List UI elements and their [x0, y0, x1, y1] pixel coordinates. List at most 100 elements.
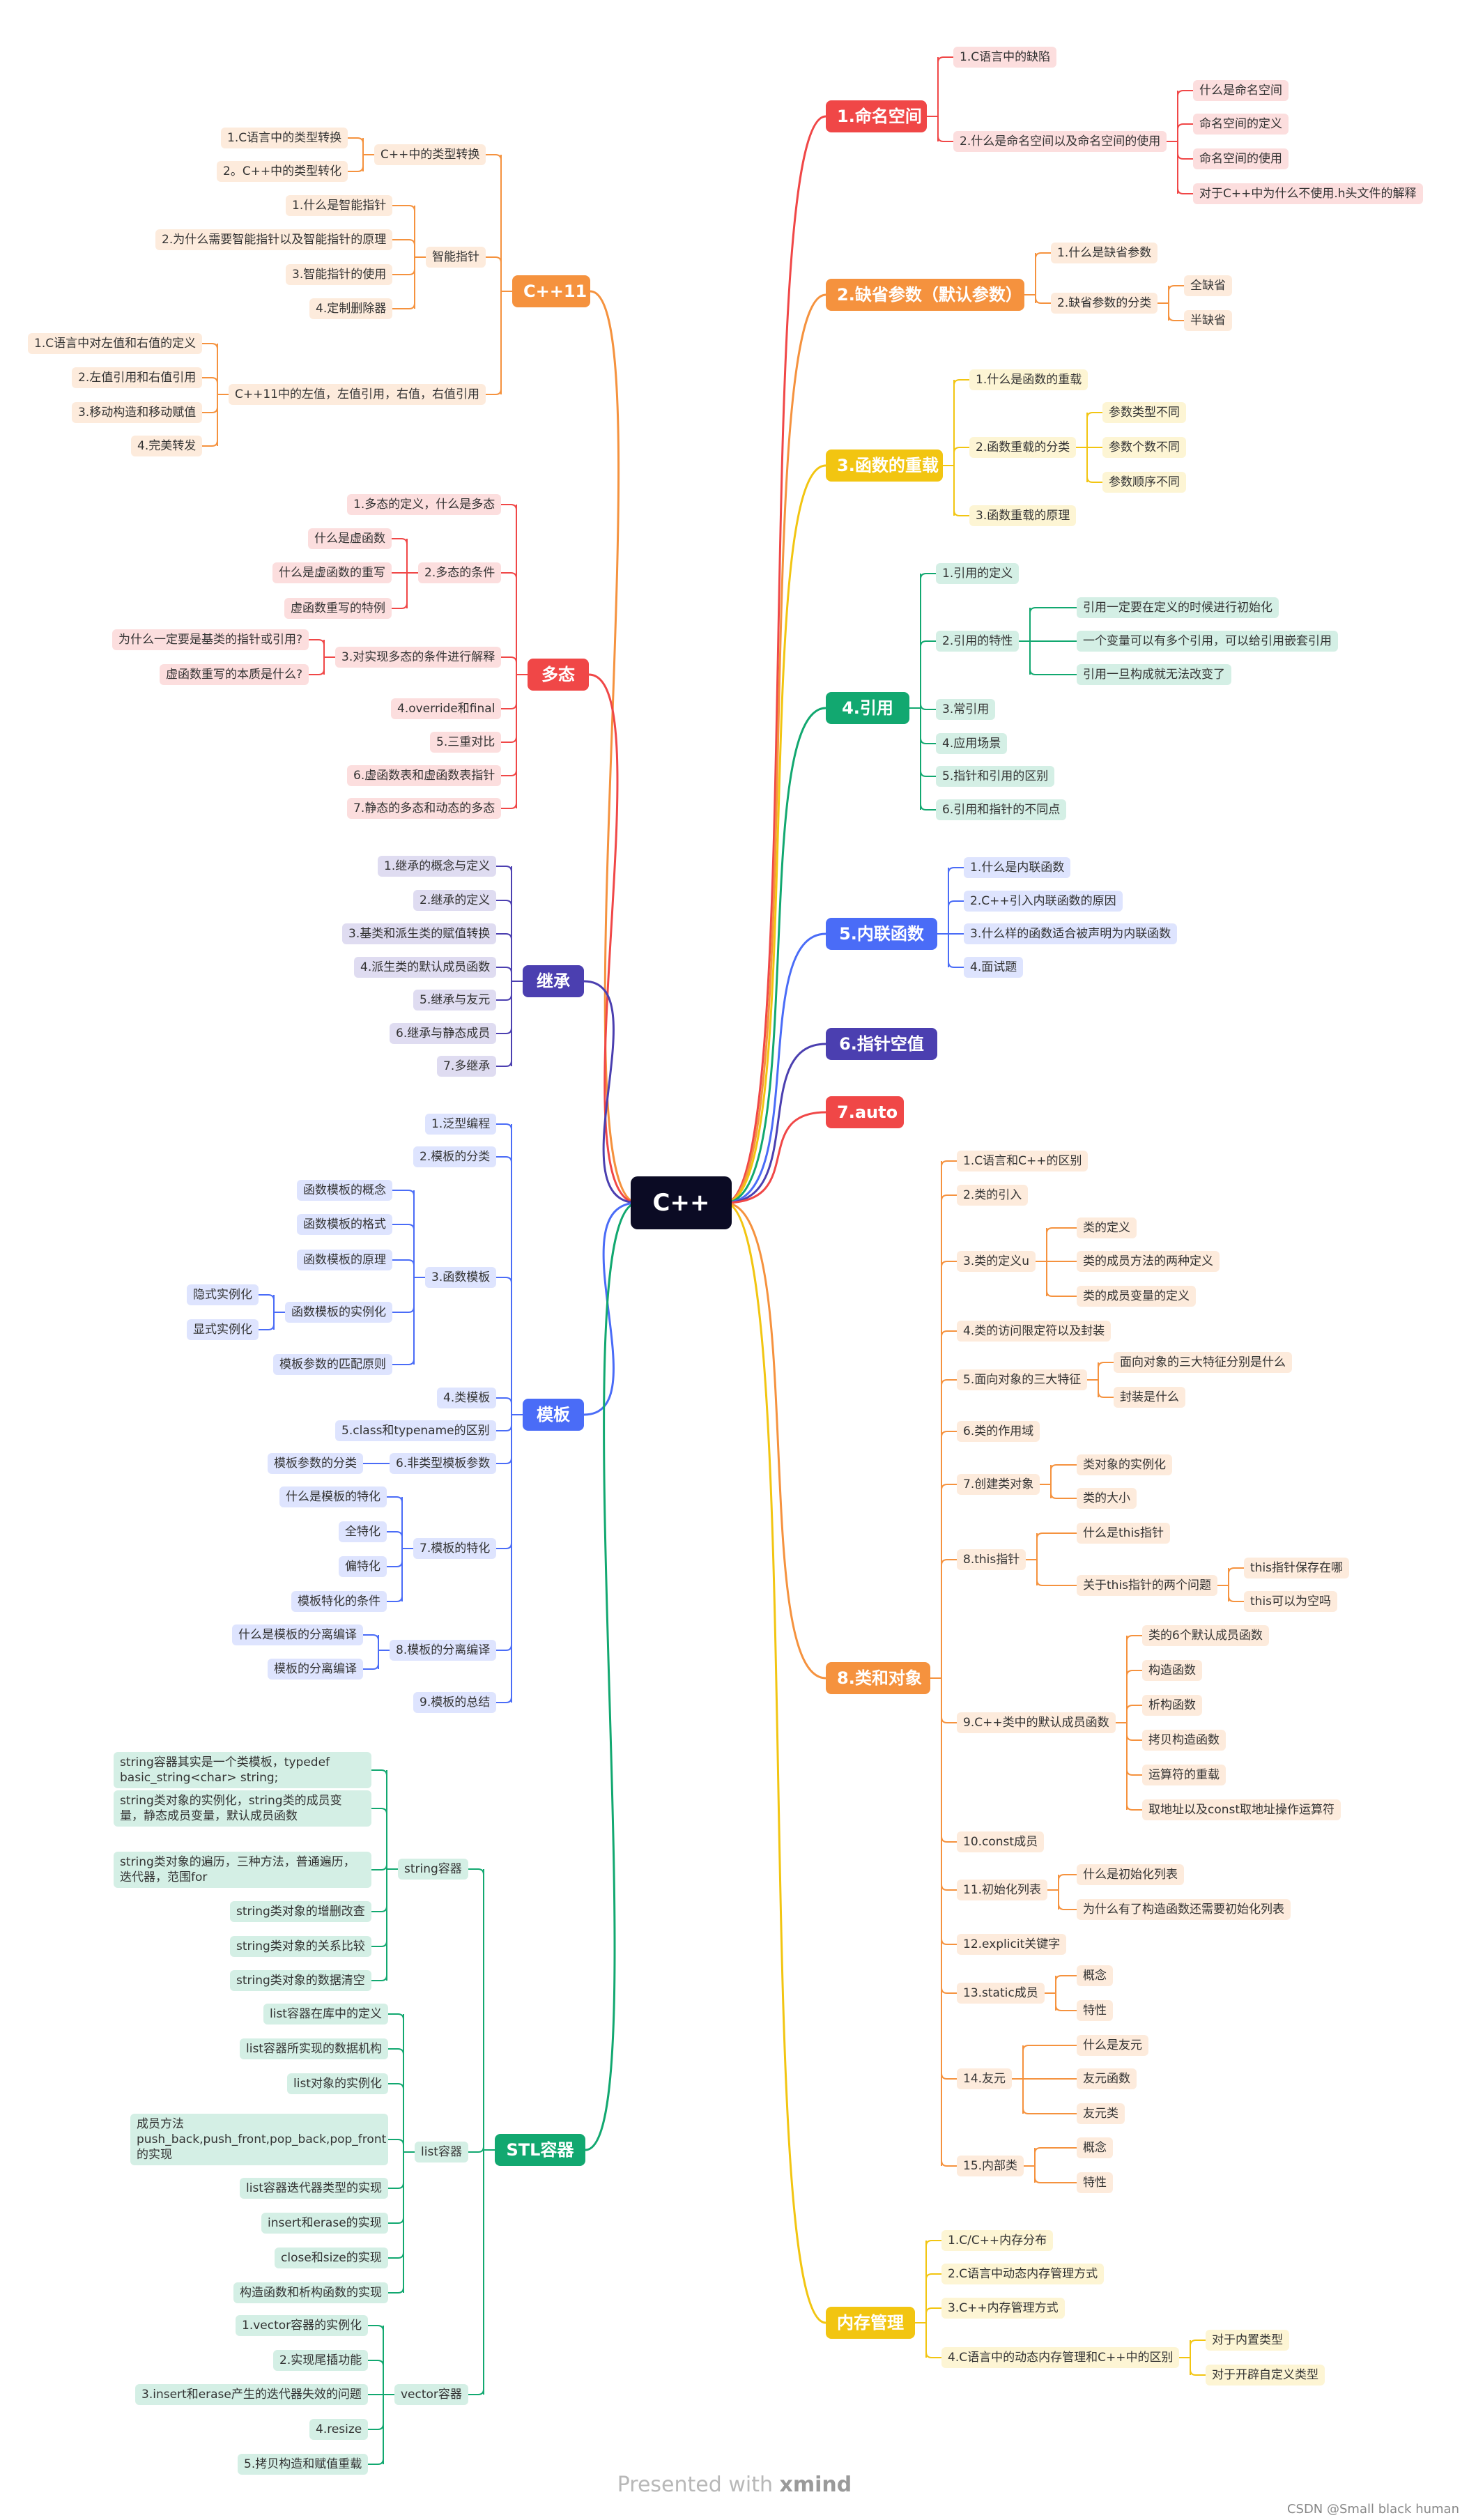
leaf-topic[interactable]: 4.类模板: [437, 1388, 497, 1408]
leaf-topic[interactable]: 4.面试题: [964, 957, 1024, 978]
leaf-topic[interactable]: 类的成员变量的定义: [1077, 1286, 1196, 1307]
branch-topic[interactable]: 7.创建类对象: [957, 1474, 1040, 1495]
leaf-topic[interactable]: list容器所实现的数据机构: [240, 2038, 388, 2059]
leaf-topic[interactable]: 虚函数重写的本质是什么?: [160, 664, 309, 685]
branch-topic[interactable]: 3.函数模板: [425, 1267, 497, 1288]
leaf-topic[interactable]: 9.模板的总结: [413, 1692, 497, 1713]
leaf-topic[interactable]: 引用一旦构成就无法改变了: [1077, 664, 1231, 685]
leaf-topic[interactable]: 模板的分离编译: [268, 1659, 363, 1680]
leaf-topic[interactable]: 6.继承与静态成员: [390, 1023, 497, 1044]
leaf-topic[interactable]: list容器迭代器类型的实现: [240, 2178, 388, 2199]
leaf-topic[interactable]: list对象的实例化: [287, 2073, 388, 2094]
leaf-topic[interactable]: 为什么有了构造函数还需要初始化列表: [1077, 1899, 1291, 1920]
branch-topic[interactable]: C++11中的左值，左值引用，右值，右值引用: [229, 384, 486, 405]
branch-topic[interactable]: 3.类的定义u: [957, 1251, 1036, 1272]
branch-topic[interactable]: 4.C语言中的动态内存管理和C++中的区别: [941, 2347, 1180, 2368]
leaf-topic[interactable]: 1.C语言中的类型转换: [221, 128, 348, 148]
leaf-topic[interactable]: 1.继承的概念与定义: [378, 856, 497, 877]
leaf-topic[interactable]: 类的大小: [1077, 1488, 1137, 1509]
leaf-topic[interactable]: 模板参数的匹配原则: [273, 1354, 392, 1375]
leaf-topic[interactable]: 3.基类和派生类的赋值转换: [342, 923, 497, 944]
leaf-topic[interactable]: 面向对象的三大特征分别是什么: [1114, 1352, 1292, 1373]
main-topic-right-1[interactable]: 2.缺省参数（默认参数）: [826, 279, 1024, 311]
leaf-topic[interactable]: 1.多态的定义，什么是多态: [347, 494, 502, 515]
leaf-topic[interactable]: close和size的实现: [275, 2248, 388, 2268]
main-topic-right-8[interactable]: 内存管理: [826, 2307, 915, 2339]
leaf-topic[interactable]: string类对象的实例化，string类的成员变量，静态成员变量，默认成员函数: [114, 1790, 371, 1827]
leaf-topic[interactable]: 4.resize: [309, 2419, 369, 2440]
leaf-topic[interactable]: 4.类的访问限定符以及封装: [957, 1321, 1112, 1342]
leaf-topic[interactable]: 拷贝构造函数: [1142, 1730, 1226, 1751]
leaf-topic[interactable]: 1.C语言中的缺陷: [953, 47, 1057, 68]
leaf-topic[interactable]: 1.引用的定义: [936, 563, 1020, 584]
leaf-topic[interactable]: 7.静态的多态和动态的多态: [347, 798, 502, 819]
leaf-topic[interactable]: 一个变量可以有多个引用，可以给引用嵌套引用: [1077, 631, 1338, 652]
leaf-topic[interactable]: string类对象的数据清空: [230, 1970, 371, 1991]
leaf-topic[interactable]: 5.三重对比: [430, 732, 502, 753]
branch-topic[interactable]: 15.内部类: [957, 2156, 1024, 2176]
leaf-topic[interactable]: 4.定制删除器: [309, 298, 393, 319]
leaf-topic[interactable]: 概念: [1077, 1965, 1113, 1986]
branch-topic[interactable]: 14.友元: [957, 2068, 1013, 2089]
branch-topic[interactable]: 2.什么是命名空间以及命名空间的使用: [953, 131, 1167, 152]
leaf-topic[interactable]: 全特化: [339, 1521, 387, 1542]
branch-topic[interactable]: 9.C++类中的默认成员函数: [957, 1712, 1116, 1733]
main-topic-right-0[interactable]: 1.命名空间: [826, 100, 927, 132]
leaf-topic[interactable]: 显式实例化: [187, 1319, 259, 1340]
leaf-topic[interactable]: 什么是初始化列表: [1077, 1864, 1184, 1885]
branch-topic[interactable]: string容器: [398, 1859, 468, 1880]
leaf-topic[interactable]: 特性: [1077, 2172, 1113, 2193]
leaf-topic[interactable]: 3.函数重载的原理: [969, 505, 1077, 526]
leaf-topic[interactable]: 3.移动构造和移动赋值: [72, 402, 203, 423]
leaf-topic[interactable]: 全缺省: [1184, 275, 1232, 296]
leaf-topic[interactable]: 友元函数: [1077, 2068, 1137, 2089]
branch-topic[interactable]: 7.模板的特化: [413, 1538, 497, 1559]
branch-topic[interactable]: 函数模板的实例化: [285, 1302, 392, 1323]
leaf-topic[interactable]: 1.什么是缺省参数: [1051, 243, 1158, 263]
leaf-topic[interactable]: 类的成员方法的两种定义: [1077, 1251, 1220, 1272]
branch-topic[interactable]: 2.缺省参数的分类: [1051, 293, 1158, 314]
leaf-topic[interactable]: 命名空间的定义: [1193, 114, 1289, 135]
leaf-topic[interactable]: 参数类型不同: [1102, 402, 1186, 423]
leaf-topic[interactable]: 什么是模板的分离编译: [232, 1624, 363, 1645]
leaf-topic[interactable]: 成员方法 push_back,push_front,pop_back,pop_f…: [130, 2114, 388, 2165]
leaf-topic[interactable]: 2。C++中的类型转化: [217, 161, 348, 182]
leaf-topic[interactable]: 参数个数不同: [1102, 437, 1186, 458]
leaf-topic[interactable]: 什么是命名空间: [1193, 80, 1289, 101]
main-topic-right-5[interactable]: 6.指针空值: [826, 1028, 937, 1060]
leaf-topic[interactable]: this指针保存在哪: [1244, 1558, 1350, 1578]
leaf-topic[interactable]: 1.C语言中对左值和右值的定义: [28, 333, 203, 354]
leaf-topic[interactable]: 为什么一定要是基类的指针或引用?: [112, 629, 309, 650]
leaf-topic[interactable]: 1.C语言和C++的区别: [957, 1151, 1089, 1171]
leaf-topic[interactable]: 析构函数: [1142, 1695, 1202, 1716]
branch-topic[interactable]: 6.非类型模板参数: [390, 1453, 497, 1474]
leaf-topic[interactable]: 3.insert和erase产生的迭代器失效的问题: [135, 2384, 368, 2405]
leaf-topic[interactable]: string类对象的关系比较: [230, 1936, 371, 1957]
root-topic[interactable]: C++: [631, 1176, 732, 1229]
branch-topic[interactable]: 3.对实现多态的条件进行解释: [335, 647, 502, 668]
branch-topic[interactable]: 8.模板的分离编译: [390, 1640, 497, 1661]
branch-topic[interactable]: 2.引用的特性: [936, 631, 1020, 652]
leaf-topic[interactable]: 虚函数重写的特例: [284, 598, 392, 619]
leaf-topic[interactable]: 2.左值引用和右值引用: [72, 367, 203, 388]
main-topic-left-2[interactable]: 继承: [523, 965, 584, 997]
branch-topic[interactable]: 5.面向对象的三大特征: [957, 1369, 1088, 1390]
main-topic-left-3[interactable]: 模板: [523, 1399, 584, 1431]
leaf-topic[interactable]: list容器在库中的定义: [263, 2004, 388, 2025]
branch-topic[interactable]: 2.多态的条件: [418, 562, 502, 583]
branch-topic[interactable]: C++中的类型转换: [374, 144, 486, 165]
branch-topic[interactable]: 8.this指针: [957, 1549, 1026, 1570]
main-topic-left-1[interactable]: 多态: [528, 659, 589, 691]
leaf-topic[interactable]: 函数模板的概念: [297, 1180, 392, 1201]
leaf-topic[interactable]: 5.指针和引用的区别: [936, 766, 1055, 787]
leaf-topic[interactable]: 运算符的重载: [1142, 1765, 1226, 1785]
leaf-topic[interactable]: 2.实现尾插功能: [273, 2350, 369, 2371]
leaf-topic[interactable]: 4.派生类的默认成员函数: [354, 957, 497, 978]
leaf-topic[interactable]: 5.继承与友元: [413, 990, 497, 1011]
leaf-topic[interactable]: 10.const成员: [957, 1831, 1045, 1852]
leaf-topic[interactable]: 引用一定要在定义的时候进行初始化: [1077, 597, 1279, 618]
leaf-topic[interactable]: string容器其实是一个类模板，typedef basic_string<ch…: [114, 1752, 371, 1788]
leaf-topic[interactable]: 类的定义: [1077, 1217, 1137, 1238]
leaf-topic[interactable]: 对于开辟自定义类型: [1206, 2365, 1325, 2385]
leaf-topic[interactable]: 1.vector容器的实例化: [236, 2315, 369, 2336]
